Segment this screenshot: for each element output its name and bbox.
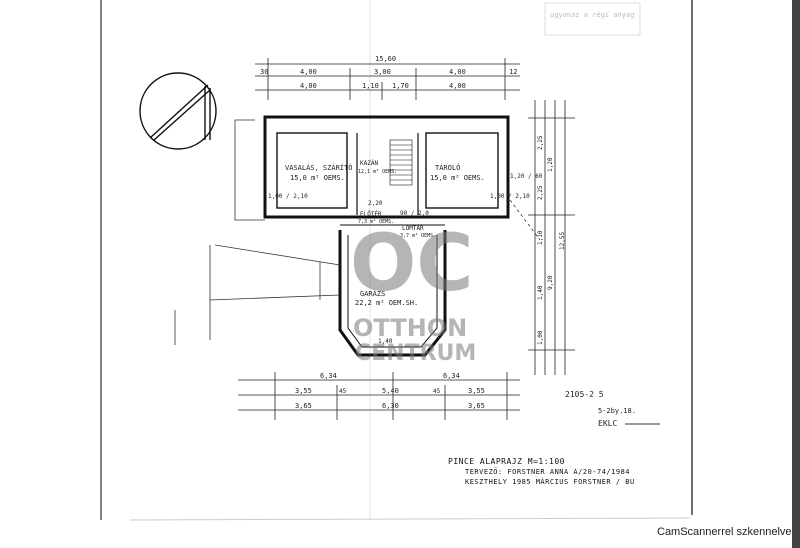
dim-label: 3,55: [468, 387, 485, 395]
building-walls: [263, 115, 510, 357]
annotation-date: 5-2by.18.: [598, 407, 636, 415]
top-dimension-lines: [255, 58, 520, 100]
room-area: 7,3 m² OEMS.: [358, 219, 394, 225]
dim-label: 9,20: [547, 275, 554, 290]
dim-label: 45: [433, 388, 441, 395]
dim-label: 1,70: [392, 82, 409, 90]
opening-label: 2,20: [368, 200, 383, 207]
dim-label: 1,20: [547, 157, 554, 172]
title-line-3: KESZTHELY 1985 MÁRCIUS FORSTNER / BU: [465, 477, 635, 486]
dim-label: 3,55: [295, 387, 312, 395]
north-arrow-icon: [139, 72, 217, 150]
side-dims: 2,25 1,20 2,25 1,10 1,40 1,00 9,20 12,55: [537, 135, 566, 345]
room-name: ELŐTÉR: [360, 210, 382, 218]
bottom-dimension-lines: [238, 372, 520, 420]
overall-width-dim: 15,60: [375, 55, 396, 63]
dim-label: 1,00: [537, 330, 544, 345]
dim-label: 4,00: [449, 82, 466, 90]
opening-label: 90 / 2,0: [400, 210, 429, 217]
dim-label: 3,65: [468, 402, 485, 410]
room-name: TÁROLÓ: [435, 163, 460, 172]
dim-label: 2,25: [537, 185, 544, 200]
dim-label: 2,25: [537, 135, 544, 150]
opening-label: 1,40: [378, 338, 393, 345]
dim-label: 5,40: [382, 387, 399, 395]
room-area: 15,0 m² OEMS.: [290, 174, 345, 182]
dim-label: 6,34: [443, 372, 460, 380]
dim-label: 3,65: [295, 402, 312, 410]
driveway-lines: [174, 119, 541, 345]
title-line-1: PINCE ALAPRAJZ M=1:100: [448, 457, 565, 466]
reference-number: 2105-2 5: [565, 390, 604, 399]
title-line-2: TERVEZŐ: FORSTNER ANNA A/20-74/1984: [465, 467, 630, 476]
dim-label: 1,10: [362, 82, 379, 90]
room-name: VASALÁS, SZÁRÍTÓ: [285, 163, 352, 172]
dim-label: 3,00: [374, 68, 391, 76]
dim-label: 6,30: [382, 402, 399, 410]
room-name: GARÁZS: [360, 289, 385, 298]
watermark-logo: OC: [350, 219, 474, 309]
opening-label: 1,00 / 2,10: [490, 193, 530, 200]
opening-label: 1,00 / 2,10: [268, 193, 308, 200]
dim-label: 4,00: [300, 68, 317, 76]
room-name: LOMTÁR: [402, 225, 424, 232]
dim-label: 4,00: [300, 82, 317, 90]
screen-edge-bar: [792, 0, 800, 548]
dim-label: 4,00: [449, 68, 466, 76]
faint-stamp-text: ugyanaz a régi anyag: [550, 11, 634, 19]
room-area: 12,1 m² OEMS.: [358, 169, 397, 175]
signature: EKLC: [598, 419, 617, 428]
dim-label: 6,34: [320, 372, 337, 380]
room-area: 3,7 m² OEMS.: [400, 233, 436, 239]
dim-label: 30: [260, 68, 268, 76]
dim-label: 1,10: [537, 230, 544, 245]
staircase: [389, 139, 413, 186]
paper-borders: [100, 0, 693, 521]
side-dimension-lines: [528, 100, 575, 375]
room-area: 22,2 m² OEM.SH.: [355, 299, 418, 307]
scanner-footer-text: CamScannerrel szkennelve: [657, 526, 792, 538]
dim-label: 45: [339, 388, 347, 395]
watermark-line-1: OTTHON: [353, 314, 467, 342]
watermark-line-2: CENTRUM: [355, 341, 476, 366]
dim-label: 12: [509, 68, 517, 76]
opening-label: 1,20 / 60: [510, 173, 543, 180]
dim-label: 12,55: [559, 232, 566, 250]
room-area: 15,0 m² OEMS.: [430, 174, 485, 182]
room-name: KAZÁN: [360, 160, 378, 167]
dim-label: 1,40: [537, 285, 544, 300]
faint-stamp: [544, 2, 641, 36]
